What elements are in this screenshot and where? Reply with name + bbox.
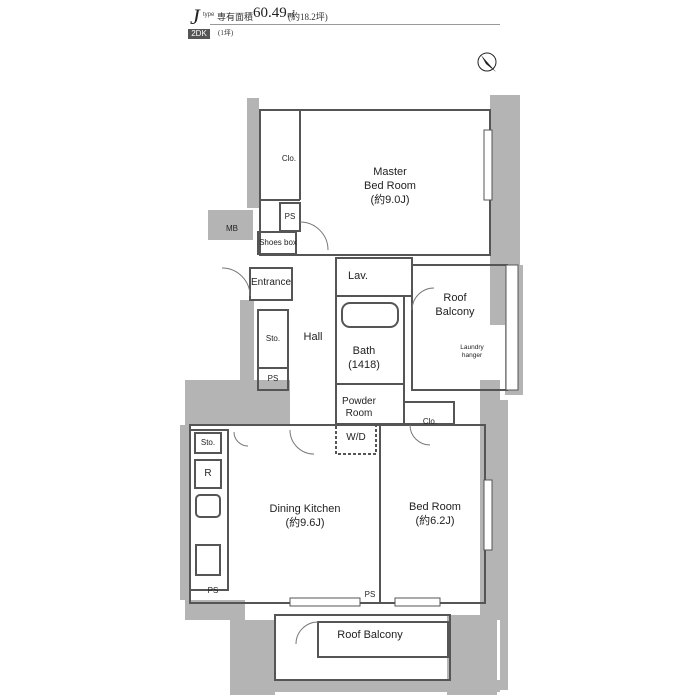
clo-master-label: Clo. xyxy=(281,154,297,163)
side-balcony-rail xyxy=(505,264,519,391)
master-bedroom-line1: Master xyxy=(373,166,407,178)
powder-room-label: Powder Room xyxy=(336,396,382,420)
balcony-door-arc xyxy=(411,287,435,311)
ps-hall-walls xyxy=(257,367,289,391)
balcony-bottom-door-arc xyxy=(295,621,319,645)
sto-kitchen-box xyxy=(194,432,222,454)
mb-label: MB xyxy=(226,224,238,233)
area-value: 60.49㎡ xyxy=(253,5,295,22)
sto-hall-label: Sto. xyxy=(265,334,281,343)
area-tsubo: (約18.2坪) xyxy=(288,12,328,22)
roof-balcony-side-line1: Roof xyxy=(443,292,467,304)
right-column xyxy=(500,400,508,690)
dining-kitchen-label: Dining Kitchen (約9.6J) xyxy=(250,502,360,530)
bedroom-line1: Bed Room xyxy=(409,501,461,513)
shoes-box-label: Shoes box xyxy=(259,238,297,247)
compass-icon xyxy=(477,52,497,72)
master-bedroom-line2: Bed Room xyxy=(364,180,416,192)
shoes-box-walls xyxy=(257,231,297,255)
fridge-box xyxy=(194,459,222,489)
north-arrow-icon xyxy=(481,55,496,72)
unit-type-suffix: type xyxy=(203,12,215,18)
roof-balcony-side-label: Roof Balcony xyxy=(425,291,485,319)
walls xyxy=(189,109,508,681)
sto-door-arc xyxy=(233,431,249,447)
bottom-strip xyxy=(230,680,500,692)
bedroom-door-arc xyxy=(409,424,431,446)
kitchen-counter xyxy=(189,429,229,591)
wall-hatch xyxy=(180,95,523,695)
kitchen-left-wall xyxy=(180,425,190,600)
bottom-left-wall xyxy=(185,600,245,620)
hall-label: Hall xyxy=(303,331,323,343)
laundry-hanger-label: Laundry hanger xyxy=(447,344,497,360)
bedroom-label: Bed Room (約6.2J) xyxy=(395,500,475,528)
master-door-arc xyxy=(299,221,329,251)
lav-label: Lav. xyxy=(348,270,368,282)
wd-label: W/D xyxy=(346,432,366,443)
ps-top-label: PS xyxy=(284,212,296,221)
ps-kitchen-label: PS xyxy=(207,586,219,595)
plan-header: J type 2DK 専有面積 60.49㎡ (約18.2坪) (1坪) xyxy=(0,0,700,44)
bedroom-area: (約6.2J) xyxy=(415,515,455,527)
compass-circle xyxy=(477,52,497,72)
windows xyxy=(289,129,519,607)
dining-window xyxy=(289,597,361,607)
bedroom-window xyxy=(483,479,493,551)
bedroom-bottom-window xyxy=(394,597,441,607)
master-window xyxy=(483,129,493,201)
master-bedroom-area: (約9.0J) xyxy=(370,194,410,206)
dining-kitchen-line1: Dining Kitchen xyxy=(269,503,341,515)
sto-kitchen-label: Sto. xyxy=(200,438,216,447)
bath-line1: Bath xyxy=(352,345,376,357)
left-wall-top xyxy=(247,98,259,208)
roof-balcony-bottom-label: Roof Balcony xyxy=(337,629,403,641)
master-bedroom-label: Master Bed Room (約9.0J) xyxy=(350,165,430,207)
area-label: 専有面積 xyxy=(217,12,254,22)
area-number: 60.49 xyxy=(253,5,287,21)
layout-badge: 2DK xyxy=(188,29,210,39)
powder-room-line1: Powder xyxy=(342,396,376,407)
left-wall-lower xyxy=(185,380,290,425)
entrance-label: Entrance xyxy=(250,277,292,288)
powder-room-line2: Room xyxy=(345,408,373,419)
door-swings xyxy=(221,221,435,645)
area-unit: ㎡ xyxy=(286,10,295,19)
bathtub xyxy=(341,302,399,328)
header-divider xyxy=(210,24,500,25)
clo-bed-label: Clo. xyxy=(422,417,438,426)
dining-kitchen-area: (約9.6J) xyxy=(285,517,325,529)
laundry-hanger-line2: hanger xyxy=(461,352,483,359)
bath-label: Bath (1418) xyxy=(336,344,392,372)
unit-type-letter: J xyxy=(190,4,200,29)
ps-hall-label: PS xyxy=(267,374,279,383)
bath-line2: (1418) xyxy=(348,359,380,371)
roof-balcony-side-line2: Balcony xyxy=(435,306,475,318)
entrance-walls xyxy=(249,267,293,301)
roof-balcony-bottom-walls xyxy=(274,614,451,681)
roof-balcony-inner xyxy=(317,621,449,658)
refrigerator-label: R xyxy=(204,468,212,479)
sink xyxy=(195,494,221,518)
clo-bed-box xyxy=(403,401,455,425)
mb-block xyxy=(208,210,253,240)
ps-mid-label: PS xyxy=(364,590,376,599)
entrance-door-arc xyxy=(221,267,251,297)
stove xyxy=(195,544,221,576)
laundry-hanger-line1: Laundry xyxy=(460,344,484,351)
kitchen-door-arc xyxy=(289,429,315,455)
area-tsubo-note: (1坪) xyxy=(218,29,234,37)
